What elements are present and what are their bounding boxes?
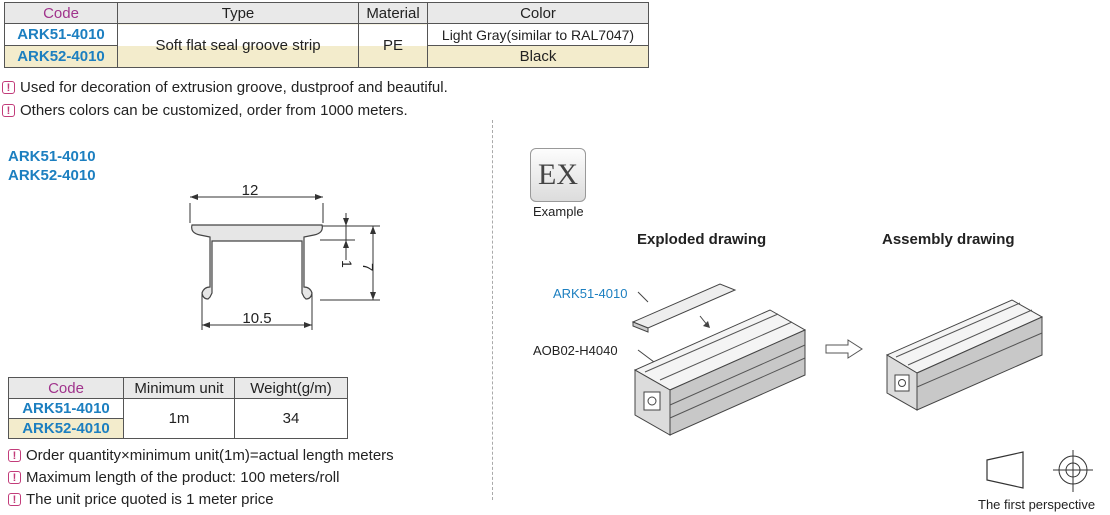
type-cell: Soft flat seal groove strip xyxy=(117,23,359,68)
note-bottom-1: ! Order quantity×minimum unit(1m)=actual… xyxy=(8,447,394,464)
header-color: Color xyxy=(427,2,649,24)
arrow-right-icon xyxy=(825,339,863,359)
color-cell: Black xyxy=(427,45,649,68)
drawing-code-2: ARK52-4010 xyxy=(8,167,96,184)
code-cell: ARK51-4010 xyxy=(4,23,118,46)
material-cell: PE xyxy=(358,23,428,68)
note-bottom-3: ! The unit price quoted is 1 meter price xyxy=(8,491,274,508)
dim-lip: 1 xyxy=(339,260,355,268)
code-cell: ARK52-4010 xyxy=(8,418,124,439)
assembly-title: Assembly drawing xyxy=(882,231,1015,248)
header-code: Code xyxy=(8,377,124,399)
spec-table: Code Type Material Color ARK51-4010 Soft… xyxy=(4,2,649,68)
code-cell: ARK52-4010 xyxy=(4,45,118,68)
dim-height: 7 xyxy=(359,263,376,271)
header-code: Code xyxy=(4,2,118,24)
example-badge: EX xyxy=(530,148,586,202)
profile-drawing: 12 10.5 1 7 xyxy=(189,182,380,330)
perspective-label: The first perspective xyxy=(978,497,1096,512)
unit-cell: 1m xyxy=(123,398,235,439)
part-label-profile: AOB02-H4040 xyxy=(533,343,618,358)
example-label: Example xyxy=(533,204,584,219)
header-min-unit: Minimum unit xyxy=(123,377,235,399)
color-cell: Light Gray(similar to RAL7047) xyxy=(427,23,649,46)
dim-gap: 10.5 xyxy=(242,310,271,327)
note-top-1: ! Used for decoration of extrusion groov… xyxy=(2,79,448,96)
projection-symbol-icon xyxy=(986,450,1093,492)
assembly-drawing xyxy=(885,299,1044,411)
warning-icon: ! xyxy=(8,471,21,484)
drawing-code-1: ARK51-4010 xyxy=(8,148,96,165)
exploded-drawing xyxy=(631,283,807,436)
header-type: Type xyxy=(117,2,359,24)
code-cell: ARK51-4010 xyxy=(8,398,124,419)
warning-icon: ! xyxy=(2,81,15,94)
order-table: Code Minimum unit Weight(g/m) ARK51-4010… xyxy=(8,377,348,439)
warning-icon: ! xyxy=(2,104,15,117)
header-weight: Weight(g/m) xyxy=(234,377,348,399)
weight-cell: 34 xyxy=(234,398,348,439)
note-top-2: ! Others colors can be customized, order… xyxy=(2,102,408,119)
part-label-strip: ARK51-4010 xyxy=(553,286,628,301)
exploded-title: Exploded drawing xyxy=(637,231,767,248)
warning-icon: ! xyxy=(8,493,21,506)
note-bottom-2: ! Maximum length of the product: 100 met… xyxy=(8,469,339,486)
vertical-divider xyxy=(492,120,493,500)
warning-icon: ! xyxy=(8,449,21,462)
dim-width: 12 xyxy=(242,182,259,199)
header-material: Material xyxy=(358,2,428,24)
